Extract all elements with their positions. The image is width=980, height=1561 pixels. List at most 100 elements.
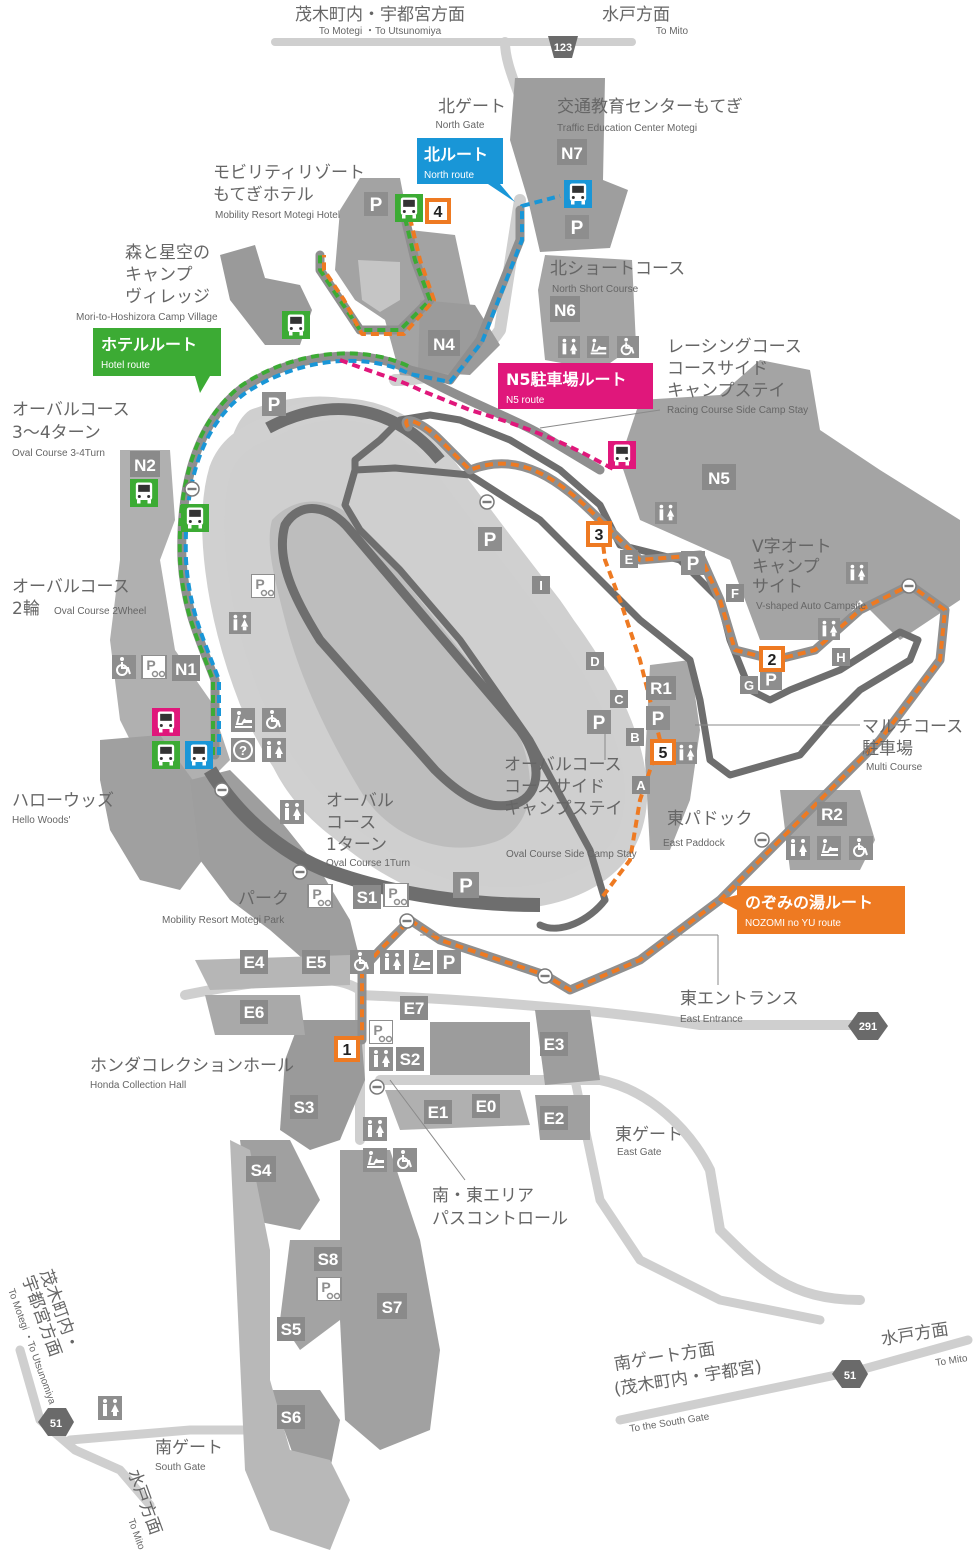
lot-E6: E6 <box>240 1000 268 1024</box>
svg-text:S7: S7 <box>382 1298 403 1317</box>
svg-text:East Paddock: East Paddock <box>663 838 726 849</box>
svg-text:D: D <box>590 654 599 669</box>
no-entry-icon <box>479 494 495 510</box>
svg-text:Oval Course 3-4Turn: Oval Course 3-4Turn <box>12 448 105 459</box>
svg-text:1: 1 <box>343 1042 352 1059</box>
no-entry-icon <box>369 1079 385 1095</box>
no-entry-icon <box>214 782 230 798</box>
svg-text:北ルート: 北ルート <box>424 145 488 164</box>
svg-text:123: 123 <box>554 42 572 54</box>
svg-text:のぞみの湯ルート: のぞみの湯ルート <box>745 893 873 912</box>
lot-S8: S8 <box>314 1247 342 1271</box>
svg-text:H: H <box>836 650 845 665</box>
baby-care-icon <box>409 950 433 974</box>
svg-text:S1: S1 <box>357 888 378 907</box>
svg-text:ハローウッズ: ハローウッズ <box>12 791 114 811</box>
svg-text:51: 51 <box>50 1418 62 1430</box>
north-route-label: 北ルート North route <box>417 138 515 202</box>
svg-text:S4: S4 <box>251 1161 272 1180</box>
bus-stop-5: 5 <box>650 739 676 765</box>
svg-text:オーバルコース: オーバルコース <box>504 755 622 775</box>
corner-D: D <box>586 652 604 670</box>
svg-text:4: 4 <box>434 204 443 221</box>
label-east-entrance: 東エントランス East Entrance <box>680 989 799 1025</box>
svg-text:Oval Course Side Camp Stay: Oval Course Side Camp Stay <box>506 849 637 860</box>
svg-text:Hotel route: Hotel route <box>101 360 150 371</box>
svg-text:コースサイド: コースサイド <box>667 359 768 379</box>
svg-text:E5: E5 <box>306 953 327 972</box>
svg-text:East Entrance: East Entrance <box>680 1014 743 1025</box>
svg-text:To Mito: To Mito <box>935 1353 969 1369</box>
svg-text:パーク: パーク <box>238 889 289 909</box>
svg-text:コース: コース <box>326 813 376 833</box>
svg-text:N1: N1 <box>175 660 197 679</box>
road-course <box>341 411 922 932</box>
svg-text:北ショートコース: 北ショートコース <box>550 259 685 279</box>
svg-text:E3: E3 <box>544 1035 565 1054</box>
bus-icon <box>152 708 180 736</box>
svg-text:G: G <box>744 678 754 693</box>
lot-N4: N4 <box>428 330 460 356</box>
svg-text:5: 5 <box>659 745 668 762</box>
svg-text:Traffic Education Center Moteg: Traffic Education Center Motegi <box>557 123 697 134</box>
svg-text:もてぎホテル: もてぎホテル <box>213 185 314 205</box>
svg-text:South Gate: South Gate <box>155 1462 206 1473</box>
baby-care-icon <box>817 836 841 860</box>
svg-text:V-shaped Auto Campsite: V-shaped Auto Campsite <box>756 601 867 612</box>
bus-icon <box>282 311 310 339</box>
toilet-icon <box>675 742 697 764</box>
toilet-icon <box>229 612 251 634</box>
toilet-icon <box>818 618 840 640</box>
svg-text:東ゲート: 東ゲート <box>615 1125 683 1145</box>
svg-text:A: A <box>636 778 646 793</box>
svg-text:N4: N4 <box>433 335 455 354</box>
svg-text:S3: S3 <box>294 1098 315 1117</box>
lot-E2: E2 <box>540 1106 568 1130</box>
svg-text:E: E <box>625 552 634 567</box>
bus-icon <box>395 194 423 222</box>
parking-icon <box>646 706 670 730</box>
svg-text:1ターン: 1ターン <box>326 835 387 855</box>
bottom-left-direction: 茂木町内・ 宇都宮方面 To Motegi ・To Utsunomiya 水戸方… <box>5 1267 165 1552</box>
lot-N2: N2 <box>130 451 160 477</box>
svg-text:南ゲート: 南ゲート <box>155 1438 223 1458</box>
svg-text:東エントランス: 東エントランス <box>680 989 799 1009</box>
parking-icon <box>262 392 286 416</box>
hotel-route-label: ホテルルート Hotel route <box>93 328 221 393</box>
svg-text:Oval Course 2Wheel: Oval Course 2Wheel <box>54 606 146 617</box>
baby-care-icon <box>363 1148 387 1172</box>
lot-S3: S3 <box>290 1095 318 1119</box>
parking-icon <box>364 192 388 216</box>
toilet-icon <box>558 336 580 358</box>
svg-text:キャンプ: キャンプ <box>752 557 820 577</box>
svg-text:N6: N6 <box>554 301 576 320</box>
svg-text:茂木町内・宇都宮方面: 茂木町内・宇都宮方面 <box>295 5 465 25</box>
svg-text:3〜4ターン: 3〜4ターン <box>12 423 101 443</box>
svg-text:F: F <box>731 586 739 601</box>
svg-text:モビリティリゾート: モビリティリゾート <box>213 163 365 183</box>
wheelchair-icon <box>393 1148 417 1172</box>
svg-text:To Motegi ・To Utsunomiya: To Motegi ・To Utsunomiya <box>319 26 442 37</box>
route-123-sign: 123 <box>548 36 578 58</box>
toilet-icon <box>380 950 404 974</box>
svg-text:North Gate: North Gate <box>436 120 485 131</box>
lot-E7: E7 <box>400 996 428 1020</box>
accessible-parking-icon <box>383 883 409 907</box>
n5-route-line <box>339 358 616 472</box>
svg-text:N5 route: N5 route <box>506 395 545 406</box>
accessible-parking-icon <box>112 655 136 679</box>
lot-S2: S2 <box>396 1047 424 1071</box>
svg-text:E1: E1 <box>428 1103 449 1122</box>
corner-E: E <box>620 550 638 568</box>
svg-text:S6: S6 <box>281 1408 302 1427</box>
route-291-sign: 291 <box>848 1012 888 1040</box>
baby-care-icon <box>231 708 255 732</box>
